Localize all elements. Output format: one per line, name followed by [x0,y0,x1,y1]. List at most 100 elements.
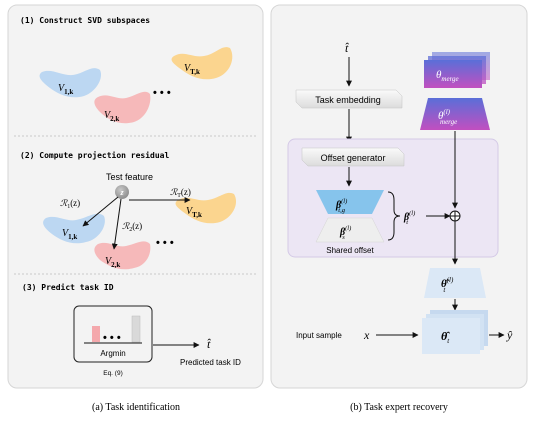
test-point-label: z [119,188,124,197]
svg-text:θ̂t: θ̂t [441,329,450,345]
proj-vt-base: V [186,206,194,217]
theta-hat-t-base: θ̂ [441,329,450,343]
residual-arrow-1 [82,196,119,227]
svg-text:θ̂(l)t: θ̂(l)t [441,276,454,294]
test-feature-label: Test feature [106,172,153,182]
theta-hat-t-stack [422,310,488,354]
residual-bar [92,326,100,342]
theta-hat-t-sub: t [447,337,450,345]
r2-sub: 2 [129,227,132,233]
svg-text:V2,k: V2,k [105,256,120,269]
caption-right: (b) Task expert recovery [350,402,448,413]
svg-text:θmerge: θmerge [436,69,459,83]
svg-text:ℛ2(z): ℛ2(z) [122,221,142,233]
v2-sub: 2,k [110,115,119,123]
bars-ellipsis: • • • [103,332,121,344]
r1-arg: (z) [70,198,80,208]
subspace-blob-v1 [39,68,102,98]
svg-text:ℛ1(z): ℛ1(z) [60,198,80,210]
argmin-label: Argmin [100,349,125,358]
theta-merge-l-base: θ [438,110,444,122]
subspace-blob-v2 [94,91,151,124]
test-feature-point [115,185,129,199]
argmin-box [73,305,153,363]
predicted-symbol: t̂ [207,337,211,351]
rt-arg: (z) [181,187,191,197]
theta-merge-l-sub: merge [440,118,457,126]
step1-title: (1) Construct SVD subspaces [20,16,150,25]
beta-tg-block [316,190,384,214]
theta-merge-sub: merge [441,75,458,83]
beta-tg-sup: (l) [341,198,347,205]
beta-s-base: β [339,227,346,238]
step2-title: (2) Compute projection residual [20,150,169,160]
svg-text:V2,k: V2,k [104,110,119,123]
projection-ellipsis: • • • [156,237,174,249]
vt-sub: T,k [190,68,200,76]
task-embedding-label: Task embedding [315,95,381,105]
v1-sub: 1,k [64,88,73,96]
theta-merge-l-sup: (l) [443,108,450,116]
rt-name: ℛ [170,187,178,197]
svg-text:V1,k: V1,k [58,83,73,96]
svg-text:β(l)t: β(l)t [403,210,415,226]
theta-merge-stack [424,52,490,88]
proj-vt-sub: T,k [192,211,202,219]
rt-sub: T [177,193,181,199]
input-t-hat: t̂ [345,41,349,55]
input-x: x [363,328,370,342]
svg-text:θ(l)merge: θ(l) merge [438,108,457,126]
projection-blob-vt [175,192,237,224]
step3-title: (3) Predict task ID [22,282,114,292]
input-sample-label: Input sample [296,331,342,340]
vt-base: V [184,63,192,74]
task-embedding-box [295,89,403,109]
theta-hat-t-l-sup: (l) [447,276,454,284]
proj-v1-base: V [62,228,70,239]
output-y-hat: ŷ [506,328,513,342]
subspace-ellipsis: • • • [153,87,171,99]
v1-base: V [58,83,66,94]
beta-t-base: β [403,212,410,223]
svg-text:β(l)s: β(l)s [339,225,351,241]
beta-t-sub: t [406,219,408,226]
theta-hat-t-l-sub: t [443,286,446,294]
theta-merge-l-block [420,98,490,130]
residual-bar-gray [131,315,141,343]
shared-offset-label: Shared offset [326,246,374,255]
proj-v1-sub: 1,k [68,233,77,241]
r1-name: ℛ [60,198,68,208]
r2-arg: (z) [132,221,142,231]
svg-text:VT,k: VT,k [184,63,200,76]
right-panel: t̂ Task embedding Offset generator β(l)t… [270,4,528,389]
projection-blob-v2 [94,241,151,270]
r2-name: ℛ [122,221,130,231]
beta-brace [387,191,401,241]
left-panel: (1) Construct SVD subspaces V1,k V2,k VT… [7,4,264,389]
svg-text:β(l)t,g: β(l) t,g [335,198,347,214]
offset-generator-label: Offset generator [321,153,386,163]
beta-s-sup: (l) [345,225,351,232]
r1-sub: 1 [67,204,70,210]
beta-tg-sub: t,g [338,207,345,214]
predicted-label: Predicted task ID [180,358,241,367]
beta-t-sup: (l) [409,210,415,217]
theta-hat-t-l-base: θ̂ [441,278,450,290]
beta-s-block [315,217,385,243]
svg-text:ℛT(z): ℛT(z) [170,187,191,199]
theta-merge-base: θ [436,69,442,81]
beta-tg-base: β [335,200,342,211]
caption-left: (a) Task identification [92,402,180,413]
svg-text:V1,k: V1,k [62,228,77,241]
equation-ref: Eq. (9) [103,370,123,377]
beta-s-sub: s [342,234,345,241]
proj-v2-sub: 2,k [111,261,120,269]
residual-arrow-2 [111,198,122,250]
v2-base: V [104,110,112,121]
offset-generator-box [301,147,405,167]
proj-v2-base: V [105,256,113,267]
theta-hat-t-l-block [424,268,486,298]
svg-text:VT,k: VT,k [186,206,202,219]
subspace-blob-vt [171,47,233,80]
